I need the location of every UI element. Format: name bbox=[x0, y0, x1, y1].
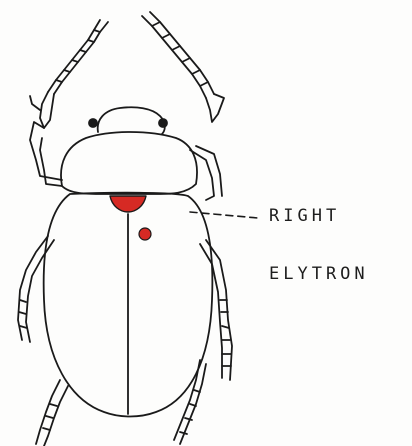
right-middle-leg bbox=[200, 240, 232, 380]
left-eye bbox=[89, 119, 97, 127]
beetle-head bbox=[98, 107, 165, 134]
right-eye bbox=[159, 119, 167, 127]
right-hind-leg bbox=[174, 360, 206, 444]
label-leader-line bbox=[190, 212, 258, 218]
left-middle-leg bbox=[18, 236, 54, 342]
annotation-line-2: ELYTRON bbox=[269, 264, 369, 284]
scutellum-marker bbox=[110, 196, 146, 212]
annotation-line-1: RIGHT bbox=[269, 206, 340, 226]
left-antenna bbox=[30, 20, 108, 128]
right-foreleg bbox=[190, 146, 222, 200]
pronotum bbox=[61, 132, 197, 194]
right-antenna bbox=[142, 12, 224, 122]
left-hind-leg bbox=[36, 380, 68, 446]
elytron-dot-marker bbox=[139, 228, 151, 240]
left-foreleg bbox=[30, 122, 62, 186]
